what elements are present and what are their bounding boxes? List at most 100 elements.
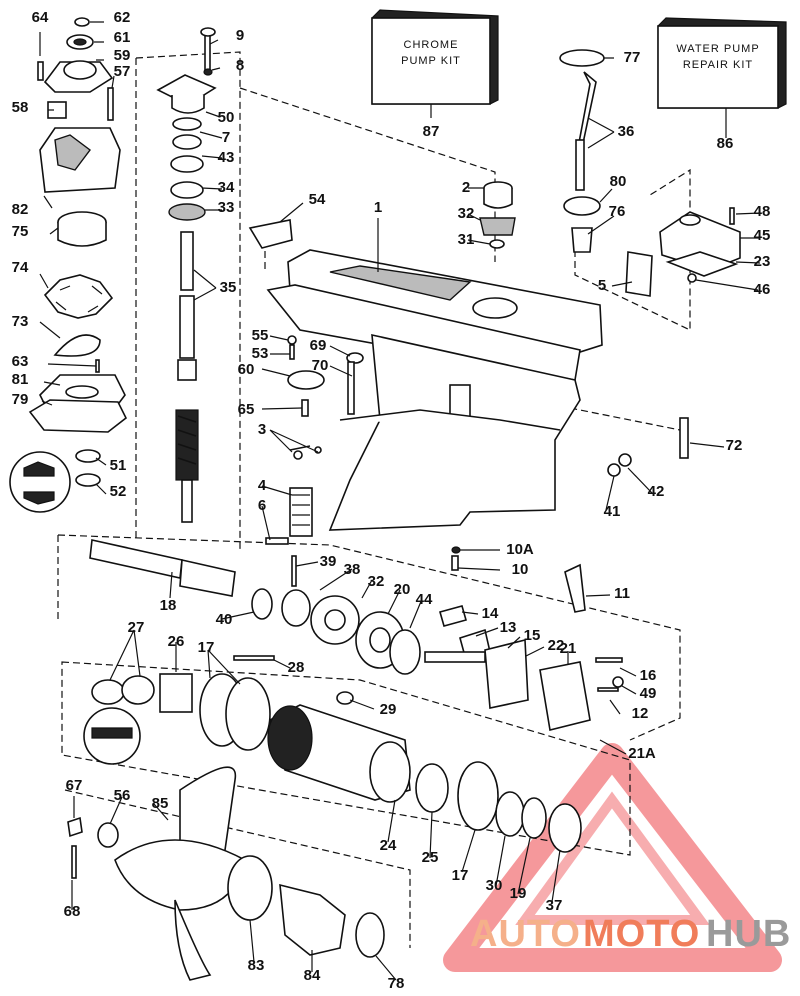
callout-50: 50	[218, 109, 235, 126]
callout-74: 74	[12, 259, 29, 276]
watermark-moto: MOTO	[583, 913, 700, 955]
callout-53: 53	[252, 345, 269, 362]
watermark-triangle	[443, 743, 782, 972]
callout-17: 17	[452, 867, 469, 884]
callout-7: 7	[222, 129, 230, 146]
callout-26: 26	[168, 633, 185, 650]
propeller-parts	[67, 766, 385, 981]
water-kit-line2: REPAIR KIT	[683, 59, 753, 71]
callout-70: 70	[312, 357, 329, 374]
callout-83: 83	[248, 957, 265, 974]
callout-48: 48	[754, 203, 771, 220]
callout-65: 65	[238, 401, 255, 418]
callout-87: 87	[423, 123, 440, 140]
callout-86: 86	[717, 135, 734, 152]
bearing-carrier-parts	[83, 655, 582, 853]
callout-11: 11	[614, 585, 630, 602]
callout-58: 58	[12, 99, 29, 116]
callout-8: 8	[236, 57, 244, 74]
callout-3: 3	[258, 421, 266, 438]
callout-52: 52	[110, 483, 127, 500]
callout-56: 56	[114, 787, 131, 804]
callout-28: 28	[288, 659, 305, 676]
callout-32: 32	[368, 573, 385, 590]
callout-82: 82	[12, 201, 29, 218]
callout-21a: 21A	[628, 745, 656, 762]
callout-72: 72	[726, 437, 743, 454]
callout-46: 46	[754, 281, 771, 298]
watermark-triangle-inner	[515, 791, 710, 925]
watermark-logo: AUTO MOTO HUB	[443, 743, 791, 972]
water-kit-line1: WATER PUMP	[676, 43, 759, 55]
callout-30: 30	[486, 877, 503, 894]
callout-39: 39	[320, 553, 337, 570]
callout-10: 10	[512, 561, 529, 578]
callout-76: 76	[609, 203, 626, 220]
leader-lines	[39, 21, 761, 981]
watermark-auto: AUTO	[470, 913, 581, 955]
callout-55: 55	[252, 327, 269, 344]
callout-59: 59	[114, 47, 131, 64]
watermark-hub: HUB	[706, 913, 791, 955]
callout-5: 5	[598, 277, 606, 294]
callout-21: 21	[560, 640, 577, 657]
callout-78: 78	[388, 975, 405, 992]
callout-17: 17	[198, 639, 215, 656]
callout-38: 38	[344, 561, 361, 578]
callout-19: 19	[510, 885, 527, 902]
gearcase-housing	[248, 219, 603, 531]
callout-80: 80	[610, 173, 627, 190]
callout-43: 43	[218, 149, 235, 166]
callout-4: 4	[258, 477, 267, 494]
callout-75: 75	[12, 223, 29, 240]
callout-41: 41	[604, 503, 621, 520]
callout-84: 84	[304, 967, 321, 984]
callout-29: 29	[380, 701, 397, 718]
callout-1: 1	[374, 199, 382, 216]
callout-10a: 10A	[506, 541, 534, 558]
callout-27: 27	[128, 619, 145, 636]
callout-54: 54	[309, 191, 326, 208]
callout-20: 20	[394, 581, 411, 598]
water-pump-parts	[9, 17, 128, 513]
callout-2: 2	[462, 179, 470, 196]
callout-62: 62	[114, 9, 131, 26]
callout-69: 69	[310, 337, 327, 354]
callout-51: 51	[110, 457, 127, 474]
callout-16: 16	[640, 667, 657, 684]
water-pump-kit-box: WATER PUMP REPAIR KIT	[657, 17, 787, 109]
callout-18: 18	[160, 597, 177, 614]
callout-64: 64	[32, 9, 49, 26]
callout-49: 49	[640, 685, 657, 702]
callout-25: 25	[422, 849, 439, 866]
middle-parts	[265, 335, 689, 571]
callout-13: 13	[500, 619, 517, 636]
callout-32: 32	[458, 205, 475, 222]
propshaft-gear-parts	[89, 539, 624, 731]
callout-6: 6	[258, 497, 266, 514]
callout-35: 35	[220, 279, 237, 296]
driveshaft-parts	[156, 27, 217, 523]
callout-23: 23	[754, 253, 771, 270]
callout-45: 45	[754, 227, 771, 244]
grouping-outlines	[57, 51, 691, 948]
callout-73: 73	[12, 313, 29, 330]
callout-42: 42	[648, 483, 665, 500]
callout-24: 24	[380, 837, 397, 854]
callout-33: 33	[218, 199, 235, 216]
callout-57: 57	[114, 63, 131, 80]
chrome-pump-kit-box: CHROME PUMP KIT	[371, 9, 499, 105]
callout-34: 34	[218, 179, 235, 196]
callout-85: 85	[152, 795, 169, 812]
callout-63: 63	[12, 353, 29, 370]
callout-14: 14	[482, 605, 499, 622]
callout-40: 40	[216, 611, 233, 628]
callout-44: 44	[416, 591, 433, 608]
callout-12: 12	[632, 705, 649, 722]
callout-31: 31	[458, 231, 475, 248]
callout-81: 81	[12, 371, 29, 388]
callout-36: 36	[618, 123, 635, 140]
